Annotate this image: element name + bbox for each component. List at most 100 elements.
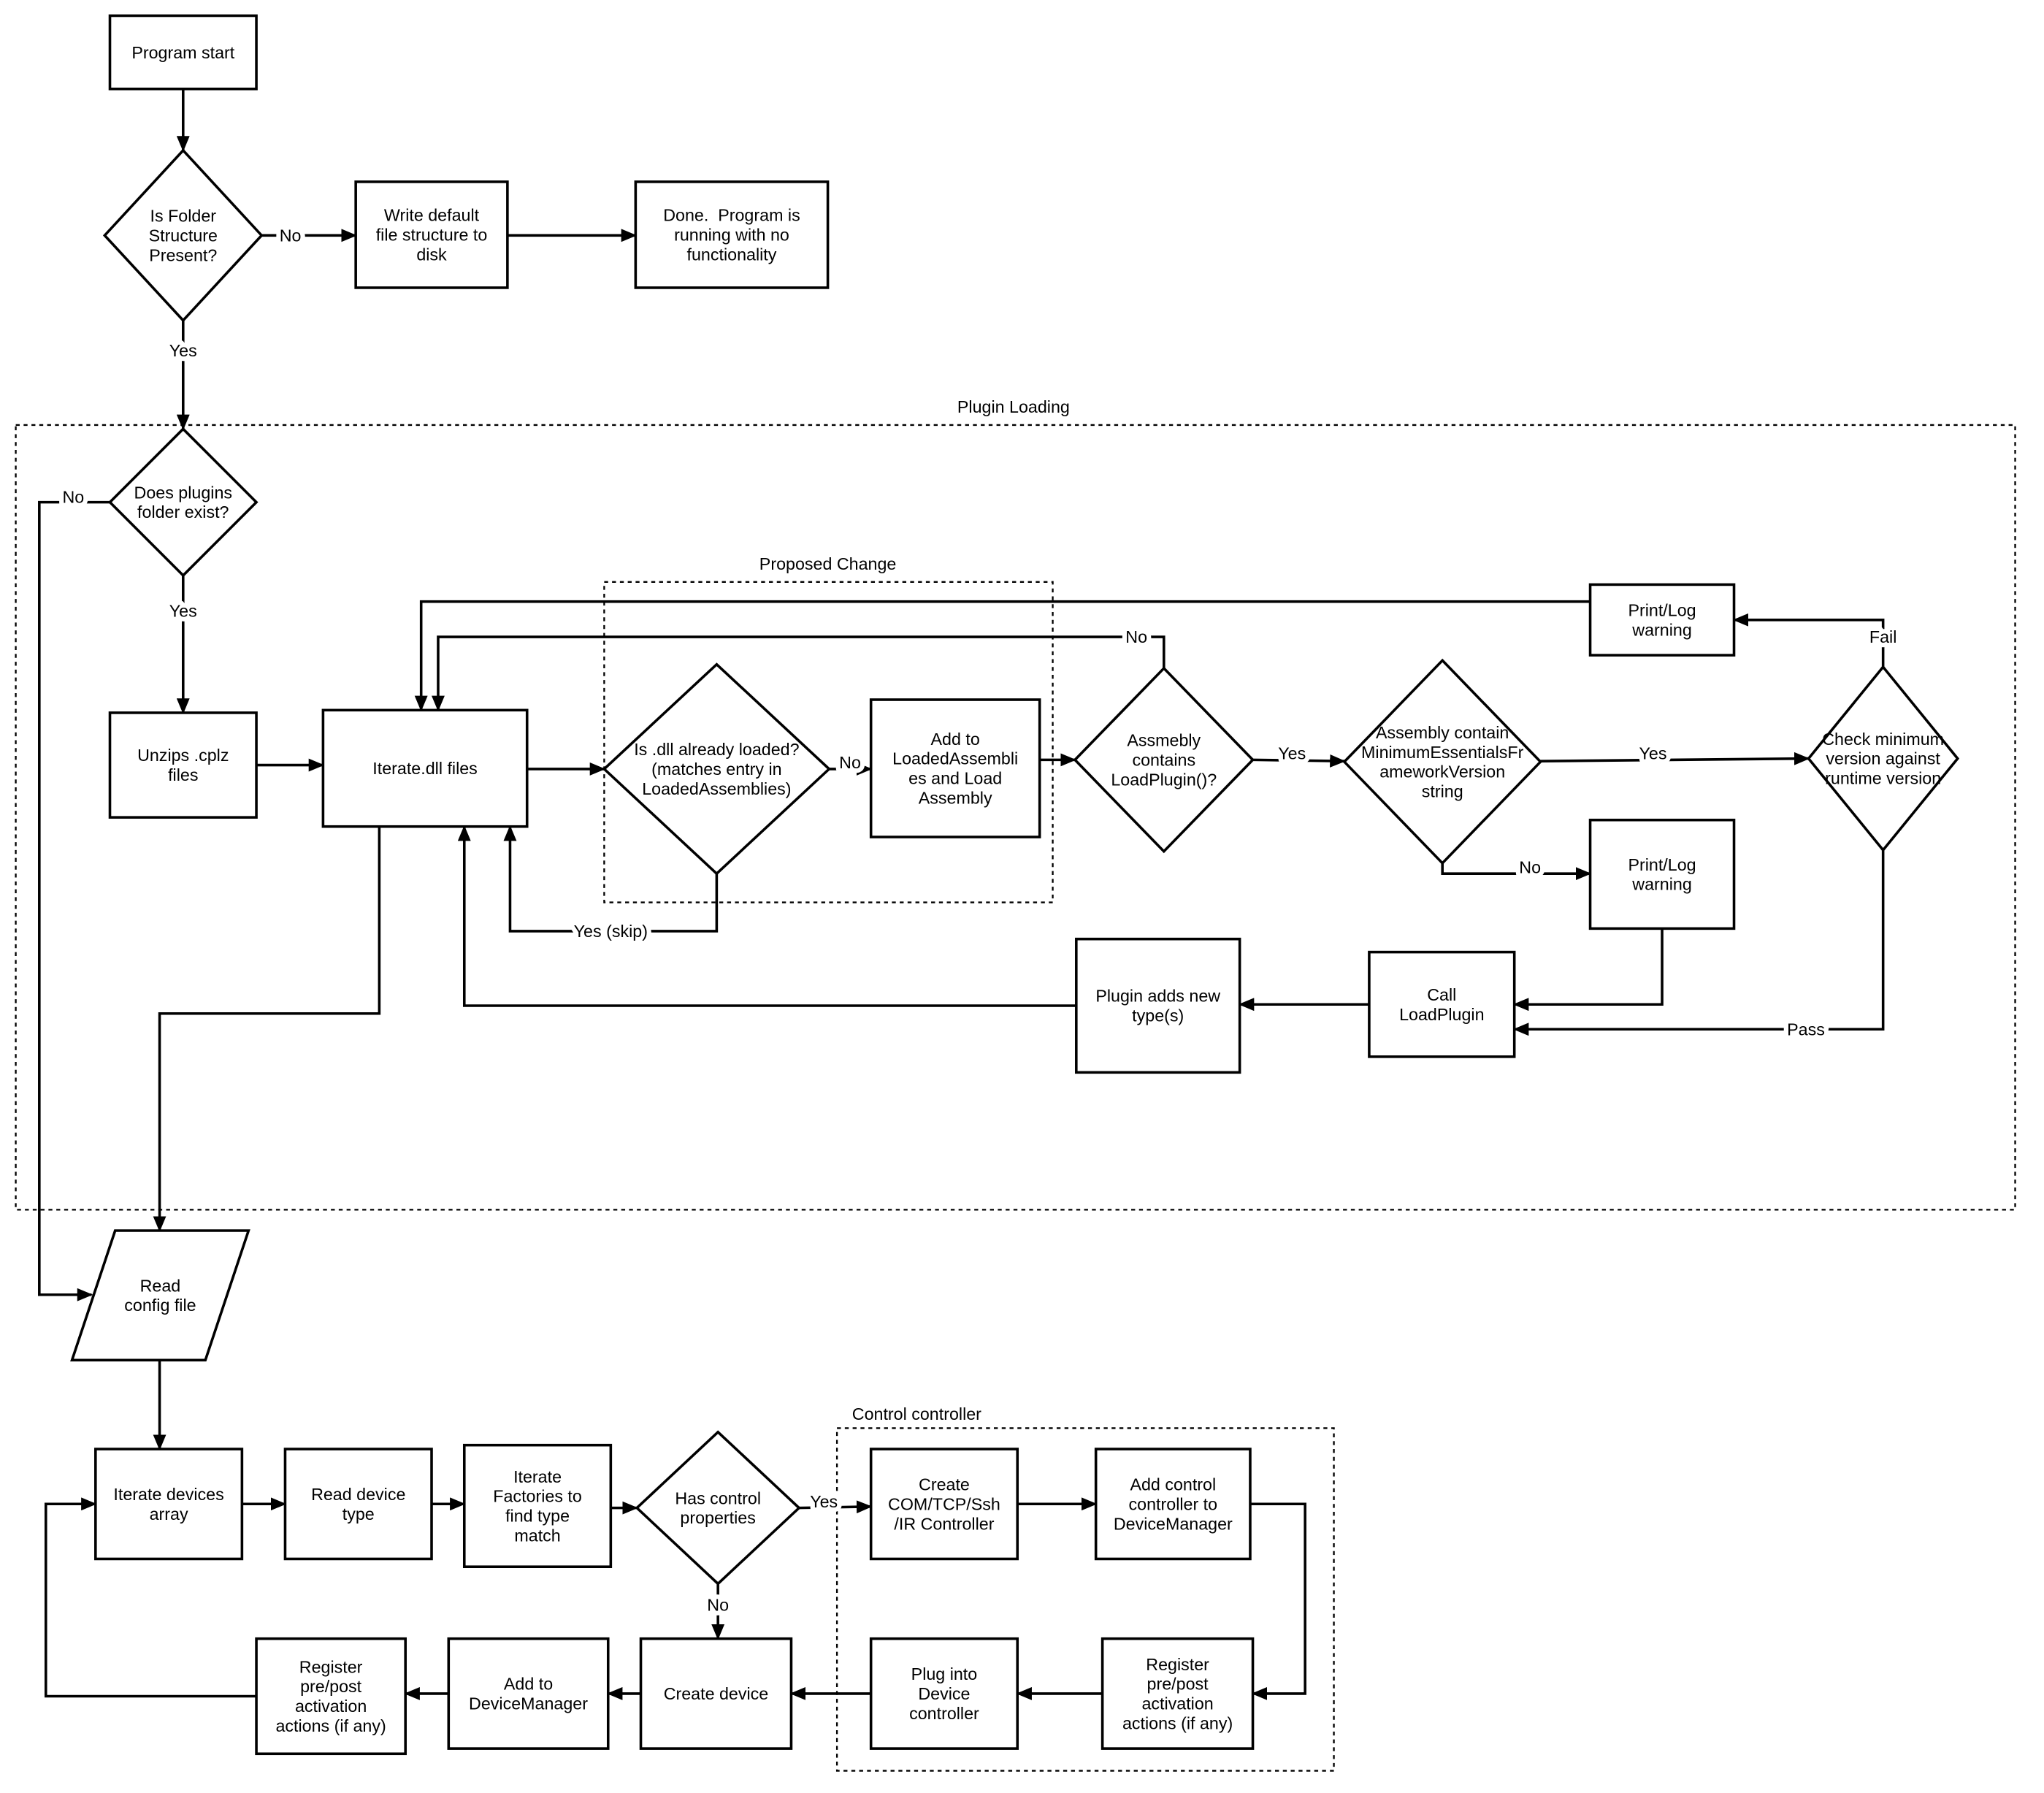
- edge-label-assembly-check-yes: Yes: [1278, 744, 1306, 763]
- node-shape-iterate-dll-files: [321, 708, 529, 828]
- edge-hasctrl-yes: Yes: [799, 1488, 873, 1515]
- edge-folder-check-yes: Yes: [165, 320, 202, 431]
- node-iterate-dll-files: Iterate.dll files: [321, 708, 529, 828]
- node-shape-print-log-warning-mid: [1588, 818, 1736, 930]
- node-label-create-device: Create device: [664, 1684, 769, 1703]
- edge-label-plugins-folder-yes: Yes: [169, 601, 197, 620]
- node-shape-iterate-factories-type-match: [462, 1443, 613, 1569]
- edge-line-plugin-adds-to-iterate: [457, 825, 1076, 1007]
- edge-line-isdll-yes-skip: [503, 825, 719, 933]
- edge-label-minversion-yes: Yes: [1639, 744, 1667, 763]
- edge-label-checkmin-fail: Fail: [1869, 627, 1897, 646]
- edge-plugin-adds-to-iterate: [457, 825, 1076, 1007]
- edge-line-minversion-yes: [1540, 752, 1810, 765]
- edge-line-assembly-check-no: [432, 635, 1165, 712]
- node-shape-call-loadplugin: [1368, 950, 1516, 1058]
- node-shape-create-device: [639, 1637, 793, 1750]
- edge-label-checkmin-pass: Pass: [1787, 1020, 1825, 1039]
- node-shape-plugin-adds-new-types: [1075, 937, 1241, 1074]
- edge-folder-check-no: No: [261, 221, 357, 250]
- edge-addcontrol-to-register: [1249, 1502, 1306, 1700]
- edge-warningmid-to-call: [1512, 928, 1664, 1012]
- node-shape-is-dll-already-loaded: [602, 662, 832, 876]
- node-shape-done-no-functionality: [634, 180, 830, 289]
- node-shape-does-plugins-folder-exist: [107, 427, 259, 578]
- edge-line-registerleft-to-devices: [44, 1497, 257, 1698]
- edge-line-addcontrol-to-register: [1249, 1502, 1306, 1700]
- node-shape-unzips-cplz-files: [108, 711, 258, 819]
- edge-label-folder-check-yes: Yes: [169, 341, 197, 360]
- edge-assembly-check-yes: Yes: [1252, 739, 1346, 768]
- edge-label-isdll-no: No: [839, 753, 861, 772]
- edge-line-assembly-check-yes: [1252, 754, 1346, 768]
- edge-hasctrl-no: No: [703, 1583, 733, 1640]
- node-shape-has-control-properties: [635, 1430, 801, 1586]
- node-shape-add-to-loaded-assemblies: [869, 698, 1041, 838]
- node-shape-is-folder-structure-present: [102, 148, 264, 323]
- group-border-control-controller: [835, 1427, 1335, 1772]
- edge-label-hasctrl-no: No: [707, 1595, 729, 1614]
- group-proposed-change: Proposed Change: [603, 550, 1054, 903]
- edge-label-hasctrl-yes: Yes: [810, 1492, 838, 1511]
- edge-line-iterate-to-readconfig: [153, 826, 381, 1232]
- edge-line-checkmin-fail: [1732, 613, 1885, 668]
- node-label-program-start: Program start: [131, 43, 234, 62]
- edge-label-folder-check-no: No: [280, 226, 302, 245]
- node-label-iterate-dll-files: Iterate.dll files: [372, 759, 478, 778]
- node-shape-write-default-file-structure: [354, 180, 509, 289]
- node-shape-register-prepost-actions-right: [1101, 1637, 1255, 1750]
- node-shape-print-log-warning-top: [1588, 583, 1736, 657]
- group-label-plugin-loading: Plugin Loading: [957, 397, 1070, 416]
- edge-plugins-folder-no: No: [38, 483, 110, 1301]
- edge-line-hasctrl-yes: [799, 1500, 873, 1514]
- edge-minversion-no: No: [1441, 853, 1592, 882]
- edge-line-checkmin-pass: [1512, 849, 1885, 1036]
- group-label-control-controller: Control controller: [852, 1404, 981, 1423]
- node-label-is-dll-already-loaded: Is .dll already loaded?(matches entry in…: [634, 740, 799, 798]
- edge-registerleft-to-devices: [44, 1497, 257, 1698]
- edge-minversion-yes: Yes: [1540, 739, 1810, 768]
- edge-label-plugins-folder-no: No: [62, 488, 84, 507]
- node-shape-create-com-tcp-ssh-ir-controller: [869, 1448, 1019, 1561]
- edge-isdll-no: No: [829, 749, 873, 776]
- edge-label-assembly-check-no: No: [1125, 627, 1147, 646]
- edge-line-minversion-no: [1441, 863, 1592, 881]
- node-shape-assembly-contains-minversion: [1342, 658, 1542, 865]
- node-is-dll-already-loaded: Is .dll already loaded?(matches entry in…: [602, 662, 832, 876]
- node-shape-iterate-devices-array: [94, 1448, 244, 1561]
- node-shape-add-control-controller-devicemanager: [1094, 1448, 1252, 1561]
- node-shape-check-minimum-version: [1807, 665, 1960, 852]
- edge-line-warningmid-to-call: [1512, 928, 1664, 1012]
- group-plugin-loading: Plugin Loading: [15, 393, 2016, 1211]
